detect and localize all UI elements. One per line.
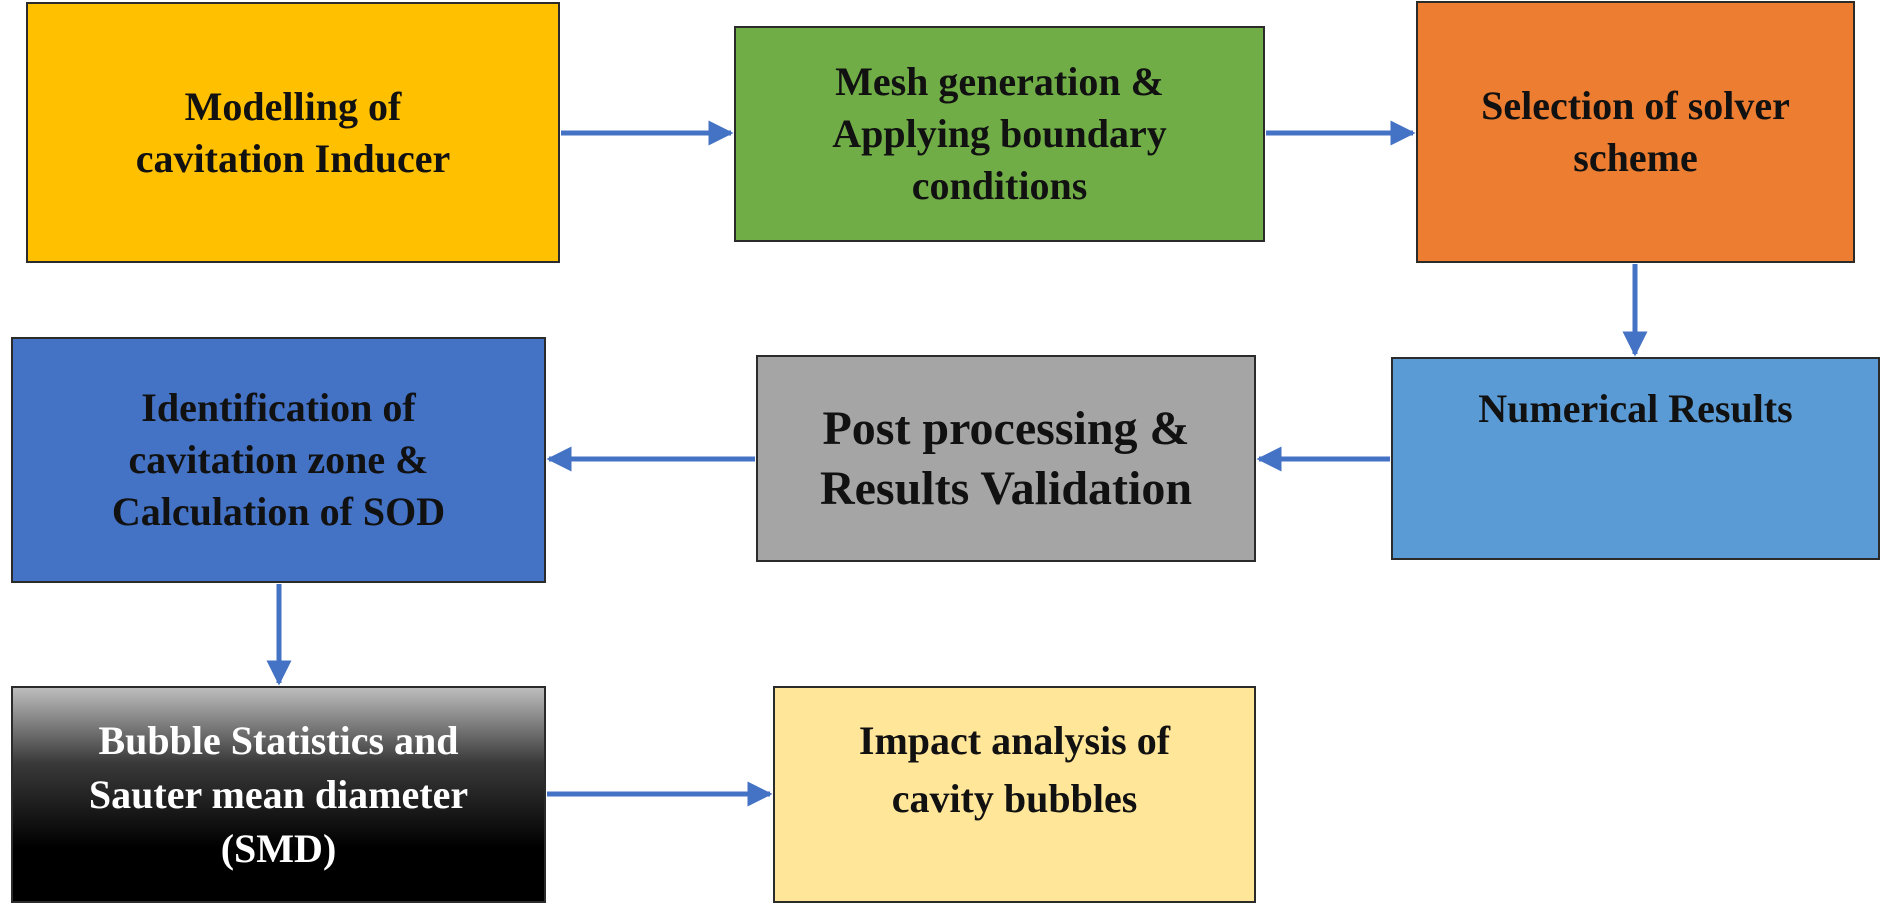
node-post-processing-label: Post processing &Results Validation (819, 401, 1193, 515)
node-numerical-results: Numerical Results (1391, 357, 1880, 560)
node-numerical-results-label: Numerical Results (1478, 386, 1793, 431)
node-post-processing: Post processing &Results Validation (756, 355, 1256, 562)
